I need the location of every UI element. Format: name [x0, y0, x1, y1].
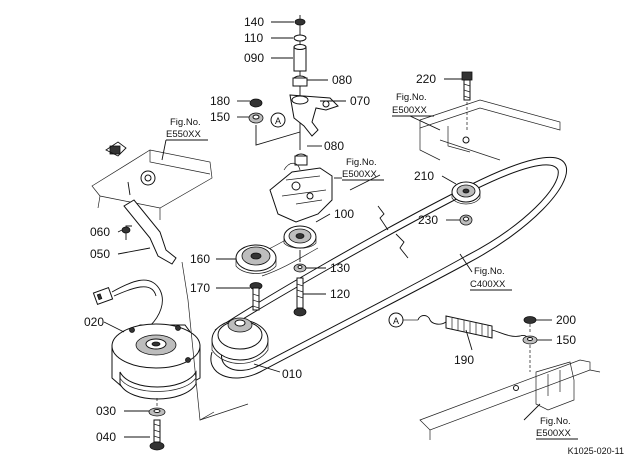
idler-arm-shaft-stack [289, 15, 339, 150]
part-label-140: 140 [244, 15, 264, 29]
bolt-220 [461, 71, 473, 132]
washer-130-bolt-120 [293, 250, 307, 317]
part-number-labels: 140 110 090 080 070 180 150 080 220 210 … [84, 15, 576, 444]
fig-ref-e550: Fig.No. E550XX [166, 117, 208, 141]
fig-ref-e500-top: Fig.No. E500XX [392, 92, 434, 117]
part-label-080-upper: 080 [332, 73, 352, 87]
part-label-190: 190 [454, 353, 474, 367]
part-label-040: 040 [96, 430, 116, 444]
part-label-160: 160 [190, 252, 210, 266]
callout-a-bottom-label: A [393, 316, 399, 326]
part-label-150-upper: 150 [210, 110, 230, 124]
bolt-200-washer-150 [522, 316, 538, 372]
nut-230 [459, 214, 473, 226]
idler-bracket [269, 153, 333, 223]
part-label-070: 070 [350, 94, 370, 108]
part-label-110: 110 [244, 31, 263, 45]
assembly-guide-lines [181, 261, 249, 421]
part-label-170: 170 [190, 281, 210, 295]
part-label-060: 060 [90, 225, 110, 239]
fig-ref-e500-bottom-label: Fig.No. [540, 416, 571, 427]
fig-ref-e500-middle: Fig.No. E500XX [342, 157, 384, 181]
part-label-080-lower: 080 [324, 139, 344, 153]
part-label-150-lower: 150 [556, 333, 576, 347]
fig-ref-e500-top-label: Fig.No. [396, 92, 427, 103]
deck-pulley-010 [211, 317, 269, 364]
pulley-210 [451, 181, 481, 205]
part-label-230: 230 [418, 213, 438, 227]
fig-ref-e500-middle-label: Fig.No. [346, 157, 377, 168]
idler-pulley-100 [283, 225, 317, 249]
part-label-100: 100 [334, 207, 354, 221]
tension-spring-190 [417, 315, 531, 341]
frame-e500-top [419, 99, 561, 161]
frame-e500-bottom [419, 359, 601, 440]
nut-180-washer-150 [248, 98, 301, 146]
leader-lines [103, 21, 552, 438]
part-label-120: 120 [330, 287, 350, 301]
fig-ref-c400-number: C400XX [470, 279, 506, 290]
fig-ref-e550-label: Fig.No. [170, 117, 201, 128]
fig-ref-e500-top-number: E500XX [392, 105, 428, 116]
fig-ref-e500-bottom-number: E500XX [536, 428, 572, 439]
callout-a-top: A [270, 112, 286, 128]
fig-ref-e500-middle-number: E500XX [342, 169, 378, 180]
fig-ref-e550-number: E550XX [166, 129, 202, 140]
pulley-160 [235, 244, 277, 274]
fig-ref-c400-label: Fig.No. [474, 266, 505, 277]
fig-ref-e500-bottom: Fig.No. E500XX [536, 416, 578, 440]
part-label-220: 220 [416, 72, 436, 86]
part-label-020: 020 [84, 315, 104, 329]
part-label-010: 010 [282, 367, 302, 381]
part-label-050: 050 [90, 247, 110, 261]
clutch-harness [92, 279, 163, 327]
part-label-180: 180 [210, 94, 230, 108]
electric-clutch-020 [111, 323, 201, 400]
drawing-code: K1025-020-11 [568, 446, 624, 456]
bolt-170 [249, 282, 263, 311]
part-label-200: 200 [556, 313, 576, 327]
callout-a-bottom: A [388, 312, 418, 328]
callout-a-top-label: A [275, 116, 281, 126]
fig-ref-c400: Fig.No. C400XX [470, 266, 512, 291]
part-label-090: 090 [244, 51, 264, 65]
part-label-030: 030 [96, 404, 116, 418]
belt-break-marks [377, 205, 409, 259]
part-label-210: 210 [414, 169, 434, 183]
washer-030-bolt-040 [148, 398, 166, 451]
part-label-130: 130 [330, 261, 350, 275]
mount-bracket-e550 [91, 141, 213, 220]
stay-050 [121, 199, 177, 265]
